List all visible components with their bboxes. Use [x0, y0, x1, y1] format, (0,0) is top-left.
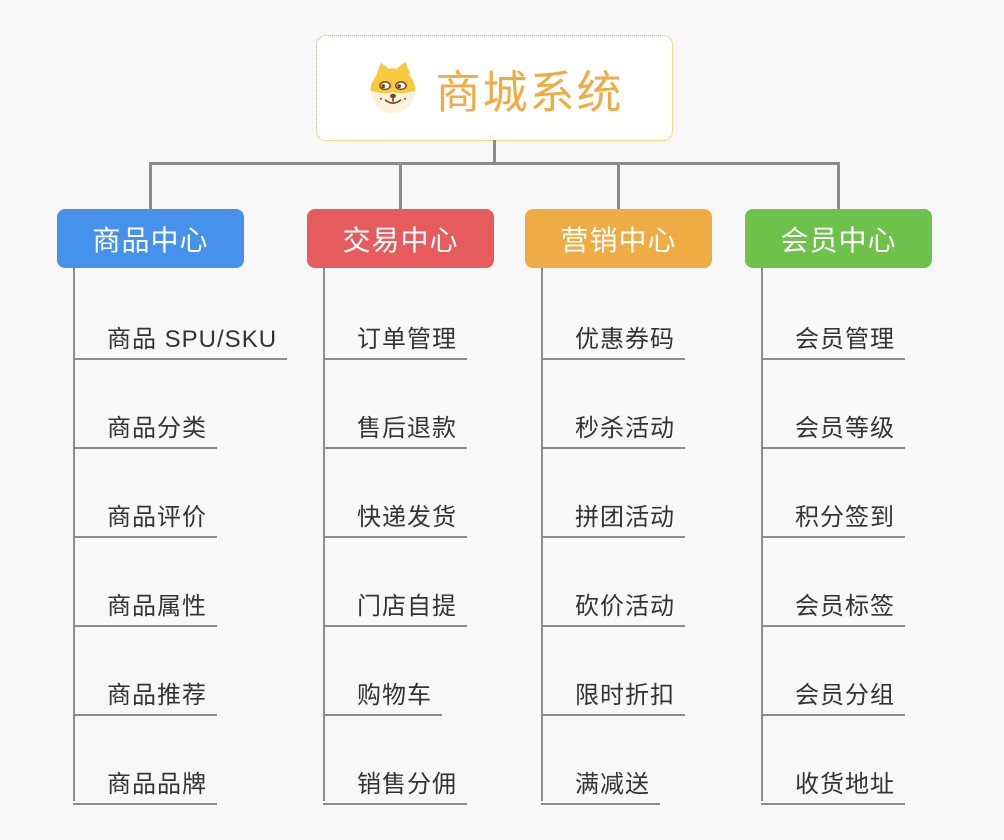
- connector-root-stub: [493, 140, 496, 162]
- sub-item-express-delivery[interactable]: 快递发货: [323, 492, 467, 538]
- sub-item-member-level[interactable]: 会员等级: [761, 403, 905, 449]
- sub-item-points-checkin[interactable]: 积分签到: [761, 492, 905, 538]
- sub-item-product-brand[interactable]: 商品品牌: [73, 759, 217, 805]
- trunk-line-product: [73, 268, 75, 801]
- sub-item-store-pickup[interactable]: 门店自提: [323, 581, 467, 627]
- sub-item-product-recommend[interactable]: 商品推荐: [73, 670, 217, 716]
- connector-drop-marketing: [617, 162, 620, 209]
- root-title: 商城系统: [435, 66, 624, 118]
- sub-item-member-management[interactable]: 会员管理: [761, 314, 905, 360]
- connector-drop-member: [837, 162, 840, 209]
- branch-label: 营销中心: [560, 224, 677, 256]
- trunk-line-marketing: [541, 268, 543, 801]
- branch-box-member-center[interactable]: 会员中心: [745, 209, 932, 268]
- sub-item-order-management[interactable]: 订单管理: [323, 314, 467, 360]
- sub-item-spend-and-save[interactable]: 满减送: [541, 759, 660, 805]
- root-node-mall-system[interactable]: 商城系统: [316, 35, 673, 141]
- sub-item-bargain-activity[interactable]: 砍价活动: [541, 581, 685, 627]
- sub-item-product-review[interactable]: 商品评价: [73, 492, 217, 538]
- branch-box-marketing-center[interactable]: 营销中心: [525, 209, 712, 268]
- sub-item-aftersale-refund[interactable]: 售后退款: [323, 403, 467, 449]
- connector-drop-trade: [399, 162, 402, 209]
- sub-item-group-buy[interactable]: 拼团活动: [541, 492, 685, 538]
- trunk-line-trade: [323, 268, 325, 801]
- branch-label: 交易中心: [342, 224, 459, 256]
- sub-item-shipping-address[interactable]: 收货地址: [761, 759, 905, 805]
- sub-item-product-attribute[interactable]: 商品属性: [73, 581, 217, 627]
- branch-box-trade-center[interactable]: 交易中心: [307, 209, 494, 268]
- sub-item-flash-sale[interactable]: 秒杀活动: [541, 403, 685, 449]
- sub-item-sales-commission[interactable]: 销售分佣: [323, 759, 467, 805]
- branch-label: 会员中心: [780, 224, 897, 256]
- branch-box-product-center[interactable]: 商品中心: [57, 209, 244, 268]
- sub-item-member-tag[interactable]: 会员标签: [761, 581, 905, 627]
- sub-item-member-group[interactable]: 会员分组: [761, 670, 905, 716]
- trunk-line-member: [761, 268, 763, 801]
- connector-horizontal-bar: [149, 162, 840, 165]
- branch-label: 商品中心: [92, 224, 209, 256]
- dog-face-icon: [371, 61, 416, 114]
- sub-item-coupon-code[interactable]: 优惠券码: [541, 314, 685, 360]
- sub-item-product-category[interactable]: 商品分类: [73, 403, 217, 449]
- sub-item-limited-time-discount[interactable]: 限时折扣: [541, 670, 685, 716]
- connector-drop-product: [149, 162, 152, 209]
- sub-item-product-spu-sku[interactable]: 商品 SPU/SKU: [73, 314, 288, 360]
- sub-item-shopping-cart[interactable]: 购物车: [323, 670, 442, 716]
